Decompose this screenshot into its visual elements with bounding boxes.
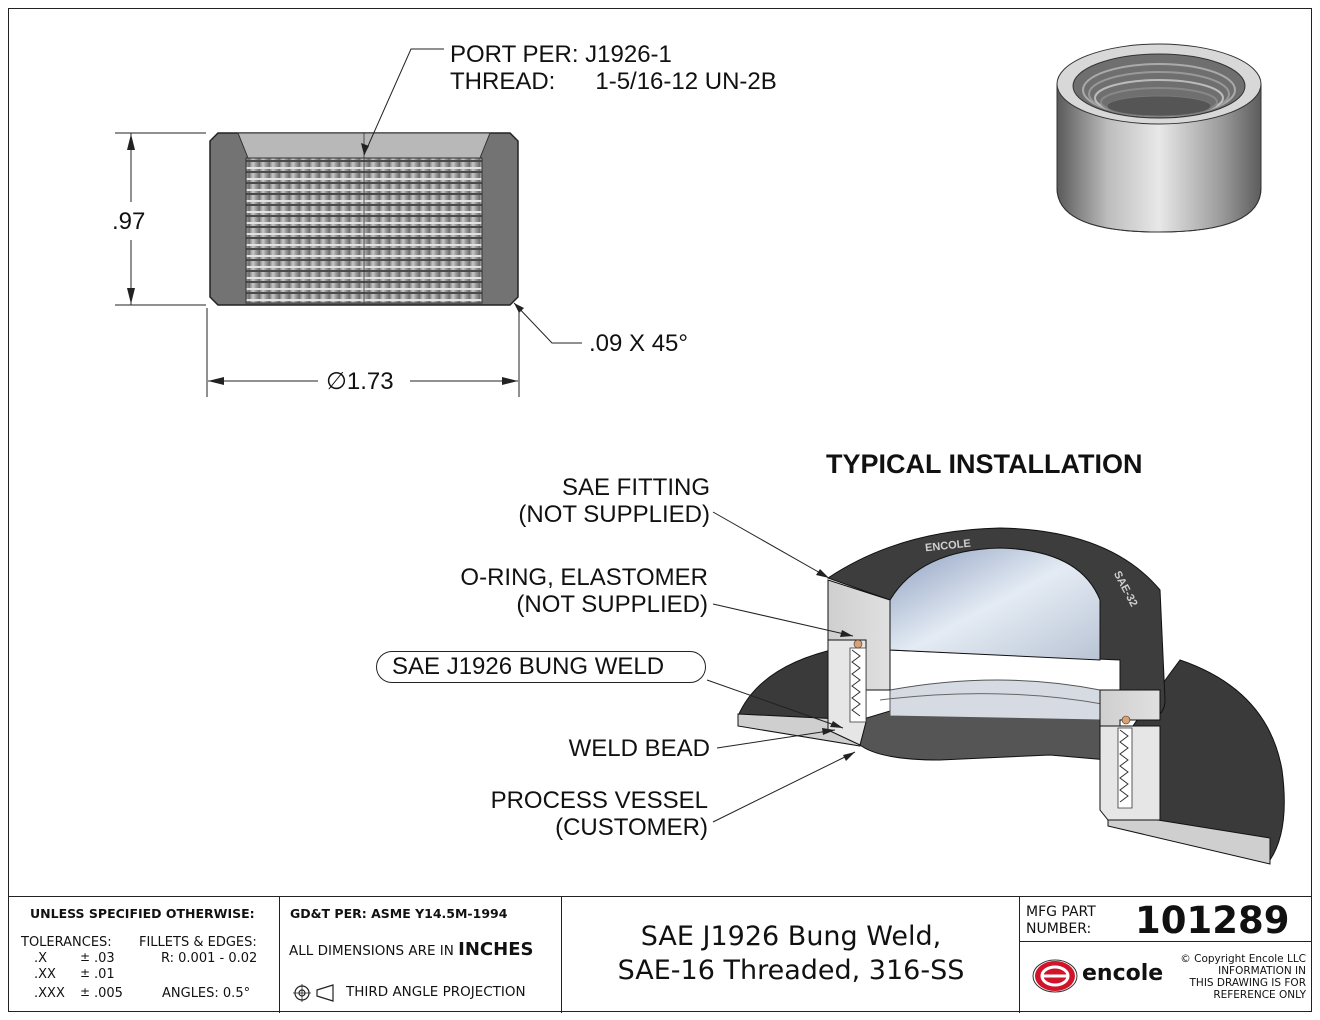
standards-cell: GD&T PER: ASME Y14.5M-1994 ALL DIMENSION… [280,897,562,1013]
company-name: encole [1082,961,1164,986]
part-title-line-1: SAE J1926 Bung Weld, [640,921,942,952]
label-weld-bead: WELD BEAD [568,735,710,762]
fillet-range: R: 0.001 - 0.02 [161,951,258,966]
part-title-line-2: SAE-16 Threaded, 316-SS [617,955,965,986]
bung-section-view [209,132,519,306]
encole-logo-icon [1032,959,1078,993]
tol-val-x: .03 [94,951,115,966]
part-number-divider [1020,941,1312,942]
copyright-line-3: THIS DRAWING IS FOR [1189,977,1306,989]
part-title-cell: SAE J1926 Bung Weld, SAE-16 Threaded, 31… [562,897,1020,1013]
part-number: 101289 [1135,899,1290,942]
label-sae-fitting-note: (NOT SUPPLIED) [518,501,710,528]
gdt-standard: GD&T PER: ASME Y14.5M-1994 [290,906,508,921]
part-number-cell: MFG PART NUMBER: 101289 encole © Copyrig… [1020,897,1312,1013]
chamfer-leader [513,302,582,344]
copyright-line-2: INFORMATION IN [1218,965,1306,977]
tol-val-xxx: .005 [94,986,123,1001]
tol-pm-xxx: ± [80,985,91,999]
label-bung-weld: SAE J1926 BUNG WELD [392,653,665,680]
label-sae-fitting: SAE FITTING [561,474,710,501]
tol-place-x: .X [34,951,48,966]
thread-callout: THREAD: 1-5/16-12 UN-2B [450,68,777,95]
fillets-label: FILLETS & EDGES: [139,935,257,950]
tol-pm-x: ± [80,950,91,964]
angles-tolerance: ANGLES: 0.5° [162,986,251,1001]
units-value: INCHES [458,939,534,960]
height-dimension [115,132,206,306]
tolerance-cell: UNLESS SPECIFIED OTHERWISE: TOLERANCES: … [8,897,280,1013]
title-block: UNLESS SPECIFIED OTHERWISE: TOLERANCES: … [8,896,1312,1013]
mfg-part-label-2: NUMBER: [1026,921,1092,937]
third-angle-projection-icon [293,984,334,1002]
label-process-vessel: PROCESS VESSEL [490,787,708,814]
chamfer-dimension-value: .09 X 45° [589,330,688,357]
dims-units-note: ALL DIMENSIONS ARE IN INCHES [289,939,534,960]
tol-pm-xx: ± [80,966,91,980]
copyright-line-1: © Copyright Encole LLC [1180,953,1306,965]
installation-cutaway [706,511,1285,865]
port-leader [361,48,444,156]
copyright-line-4: REFERENCE ONLY [1213,989,1306,1001]
tolerances-label: TOLERANCES: [21,935,112,950]
label-oring-note: (NOT SUPPLIED) [516,591,708,618]
port-callout: PORT PER: J1926-1 [450,41,672,68]
diameter-dimension [206,308,520,397]
projection-note: THIRD ANGLE PROJECTION [346,984,526,1000]
unless-specified: UNLESS SPECIFIED OTHERWISE: [30,906,255,921]
installation-leaders [706,511,856,823]
mfg-part-label-1: MFG PART [1026,904,1096,920]
fitting-bore [889,547,1101,661]
tol-place-xxx: .XXX [34,986,65,1001]
drawing-sheet-border [8,8,1312,1012]
bung-isometric-view [1056,43,1262,233]
tol-val-xx: .01 [94,967,115,982]
label-oring: O-RING, ELASTOMER [460,564,708,591]
diameter-symbol: ∅ [326,368,347,395]
label-process-vessel-note: (CUSTOMER) [555,814,708,841]
height-dimension-value: .97 [112,208,146,235]
bung-weld-label-frame [376,651,706,683]
installation-title: TYPICAL INSTALLATION [826,449,1143,479]
diameter-dimension-value: ∅1.73 [326,368,394,395]
tol-place-xx: .XX [34,967,56,982]
